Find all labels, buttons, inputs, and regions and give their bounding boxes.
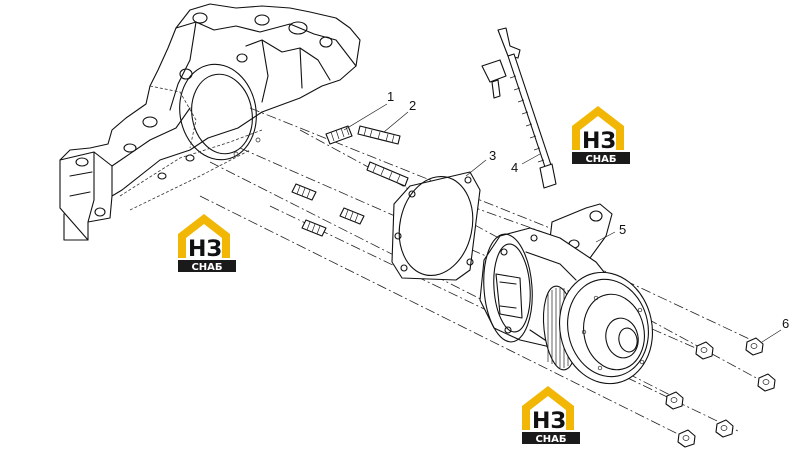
stud-6 <box>301 219 327 237</box>
callout-5: 5 <box>619 222 626 237</box>
callout-leaders <box>343 103 782 343</box>
engine-housing <box>59 3 361 241</box>
stud-3 <box>366 161 409 187</box>
logo-letters: НЗ <box>188 237 222 262</box>
stud-2 <box>357 125 401 145</box>
logo-letters: НЗ <box>582 129 616 154</box>
callout-2: 2 <box>409 98 416 113</box>
logo-word: СНАБ <box>191 262 222 273</box>
stud-4 <box>291 183 317 201</box>
logo-plate <box>572 152 630 164</box>
stud-1 <box>325 125 353 145</box>
nut-1 <box>745 337 764 356</box>
nut-6 <box>677 429 696 448</box>
nut-2 <box>695 341 714 360</box>
stud-5 <box>339 207 365 225</box>
logo-word: СНАБ <box>585 154 616 165</box>
logo-letters: НЗ <box>532 409 566 434</box>
studs <box>291 125 409 237</box>
callout-3: 3 <box>489 148 496 163</box>
logo-house-icon <box>178 214 230 258</box>
gasket <box>391 171 481 281</box>
logo-plate <box>178 260 236 272</box>
sensor-bolt <box>481 27 557 189</box>
callout-1: 1 <box>387 89 394 104</box>
water-pump <box>479 203 654 385</box>
callout-4: 4 <box>511 160 518 175</box>
logo-house-icon <box>522 386 574 430</box>
logo-plate <box>522 432 580 444</box>
nut-4 <box>665 391 684 410</box>
nuts <box>665 337 776 448</box>
nut-5 <box>715 419 734 438</box>
logo-house-icon <box>572 106 624 150</box>
assembly-centerlines <box>199 107 761 441</box>
callout-6: 6 <box>782 316 789 331</box>
nut-3 <box>757 373 776 392</box>
logo-word: СНАБ <box>535 434 566 445</box>
